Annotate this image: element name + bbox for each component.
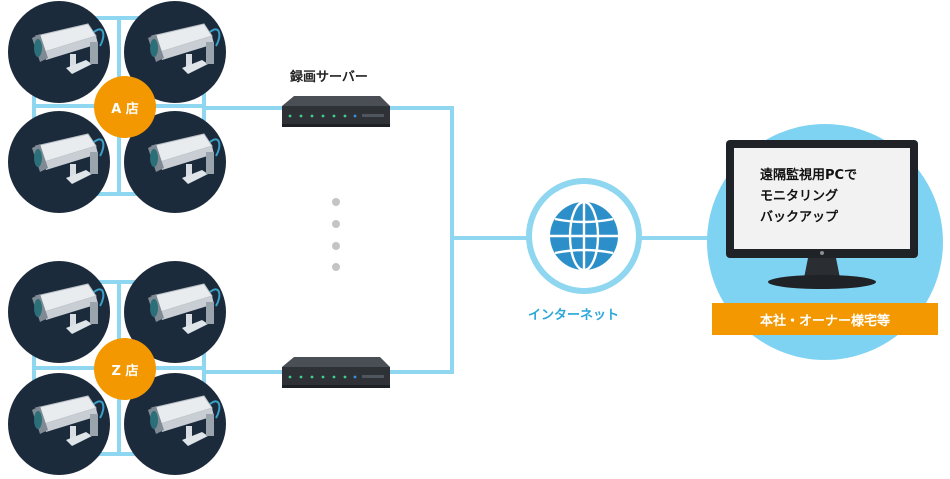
security-camera-icon: [8, 1, 110, 103]
security-camera-icon: [124, 373, 226, 475]
monitor-icon: [707, 124, 943, 360]
recorder-server-icon: [282, 96, 390, 127]
monitor-line: 遠隔監視用PCで: [760, 168, 858, 183]
recorder-server-icon: [282, 357, 390, 388]
store-z-badge: [94, 338, 156, 400]
monitor-line: バックアップ: [760, 210, 839, 225]
security-camera-icon: [8, 373, 110, 475]
more-servers-dots: [332, 198, 340, 271]
security-camera-icon: [8, 111, 110, 213]
store-a-cameras: [8, 1, 226, 213]
server-label: 録画サーバー: [290, 70, 368, 85]
store-a-badge: [94, 76, 156, 138]
internet-label: インターネット: [528, 308, 620, 323]
globe-icon: [526, 178, 642, 294]
headquarters-label-text: 本社・オーナー様宅等: [759, 313, 890, 329]
monitor-line: モニタリング: [760, 189, 839, 204]
security-camera-icon: [8, 261, 110, 363]
security-camera-icon: [124, 1, 226, 103]
store-a-label: A 店: [111, 102, 139, 117]
monitor-screen-text: 遠隔監視用PCで モニタリング バックアップ: [760, 165, 857, 228]
store-z-label: Z 店: [111, 364, 139, 379]
security-camera-icon: [124, 261, 226, 363]
security-camera-icon: [124, 111, 226, 213]
headquarters-label: 本社・オーナー様宅等: [712, 303, 938, 335]
store-z-cameras: [8, 261, 226, 475]
